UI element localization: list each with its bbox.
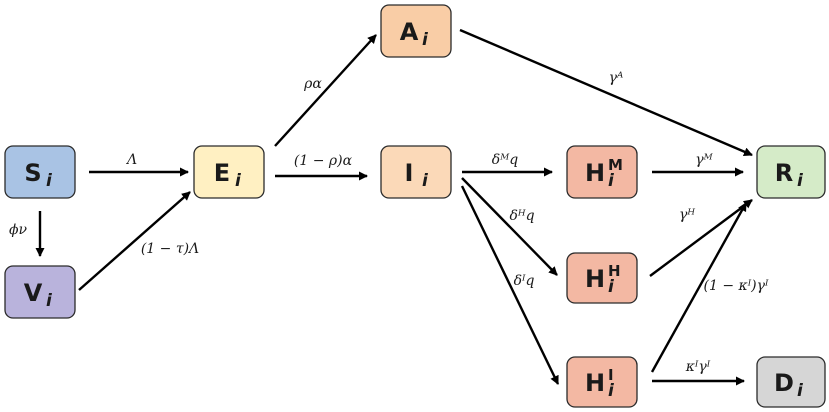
rate-label-i-to-hm: δᴹq	[492, 152, 518, 168]
compartment-subscript: i	[46, 291, 53, 311]
compartment-subscript: i	[422, 30, 429, 50]
compartment-symbol: V	[24, 279, 43, 307]
arrow-hh-to-r	[649, 199, 753, 277]
compartment-symbol: A	[400, 18, 419, 46]
rate-label-v-to-e: (1 − τ)Λ	[141, 241, 199, 257]
compartment-box	[756, 145, 826, 199]
compartment-box	[380, 4, 452, 58]
compartment-subscript: i	[422, 171, 429, 191]
compartment-symbol: D	[774, 369, 794, 397]
rate-label-s-to-v: ϕν	[9, 222, 28, 238]
compartment-symbol: E	[214, 159, 230, 187]
compartment-subscript: i	[46, 171, 53, 191]
rate-label-i-to-hi: δᴵq	[514, 273, 535, 289]
compartment-box	[566, 252, 638, 304]
rate-label-a-to-r: γᴬ	[609, 70, 624, 86]
compartment-subscript: i	[797, 171, 804, 191]
rate-label-i-to-hh: δᴴq	[509, 208, 534, 224]
compartment-subscript: i	[608, 171, 615, 191]
compartment-superscript: H	[608, 262, 621, 280]
rate-label-e-to-a: ρα	[303, 76, 322, 92]
rate-label-hi-to-r: (1 − κᴵ)γᴵ	[704, 278, 769, 294]
compartment-subscript: i	[797, 381, 804, 401]
compartment-subscript: i	[608, 381, 615, 401]
arrow-i-to-hi	[460, 185, 560, 385]
compartment-symbol: R	[775, 159, 793, 187]
compartment-box	[566, 356, 638, 408]
compartment-box	[566, 145, 638, 199]
compartment-superscript: I	[608, 366, 614, 384]
rate-label-hh-to-r: γᴴ	[679, 207, 695, 223]
compartment-subscript: i	[235, 171, 242, 191]
compartment-symbol: H	[585, 369, 605, 397]
compartment-symbol: H	[585, 159, 605, 187]
arrow-v-to-e	[78, 191, 191, 291]
rate-label-s-to-e: Λ	[125, 152, 137, 168]
rate-label-e-to-i: (1 − ρ)α	[294, 153, 353, 169]
compartment-symbol: I	[405, 159, 414, 187]
compartment-box	[4, 265, 76, 319]
arrow-hi-to-r	[650, 202, 748, 373]
compartment-box	[193, 145, 265, 199]
compartment-superscript: M	[608, 156, 623, 174]
compartment-symbol: H	[585, 265, 605, 293]
arrow-a-to-r	[459, 28, 753, 157]
compartment-subscript: i	[608, 277, 615, 297]
rate-label-hm-to-r: γᴹ	[695, 152, 713, 168]
compartment-box	[4, 145, 76, 199]
arrow-i-to-hh	[461, 177, 558, 276]
compartment-box	[756, 356, 826, 408]
compartment-symbol: S	[24, 159, 41, 187]
compartment-box	[380, 145, 452, 199]
rate-label-hi-to-d: κᴵγᴵ	[685, 359, 711, 375]
arrow-e-to-a	[274, 34, 377, 147]
